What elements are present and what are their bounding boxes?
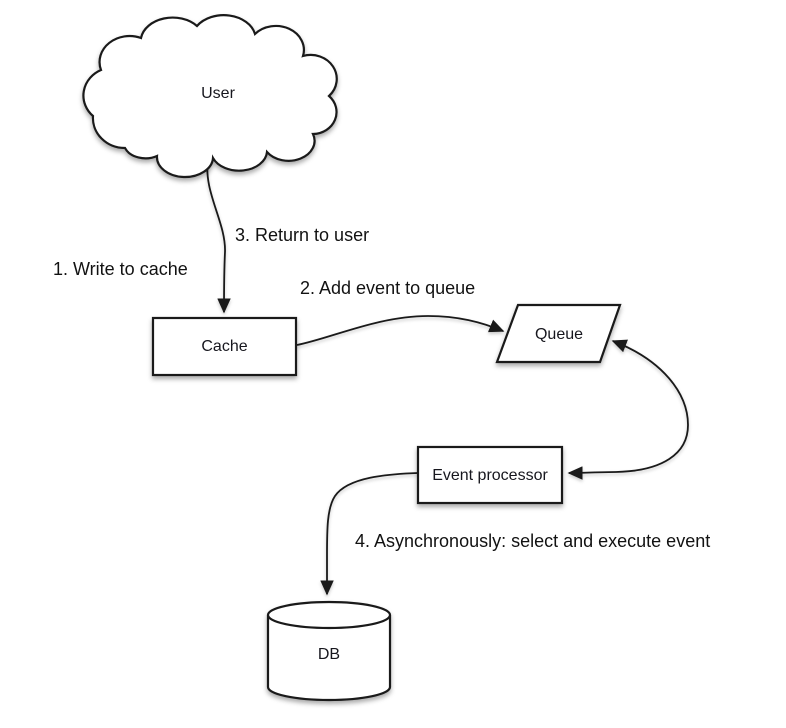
- db-cylinder-body-shape: [266, 615, 392, 702]
- edge-lines: [206, 158, 689, 596]
- edge-queue-event-processor-double: [567, 339, 689, 480]
- cache-box-shape: [151, 316, 298, 377]
- edge-label-step2-add-event-to-queue: 2. Add event to queue: [300, 278, 476, 298]
- db-node-label: DB: [317, 646, 341, 663]
- user-node-label: User: [201, 85, 235, 102]
- queue-parallelogram-shape: [495, 303, 622, 364]
- edge-label-step3-return-to-user: 3. Return to user: [235, 225, 370, 245]
- edge-cache-to-queue: [296, 315, 505, 346]
- edge-label-step4-async-execute: 4. Asynchronously: select and execute ev…: [355, 531, 711, 551]
- node-shapes: [82, 14, 622, 702]
- cache-node-label: Cache: [201, 338, 248, 355]
- queue-node-label: Queue: [534, 326, 584, 343]
- edge-label-step1-write-to-cache: 1. Write to cache: [53, 259, 188, 279]
- edge-event-processor-to-db: [320, 472, 419, 596]
- db-cylinder-top-shape: [266, 600, 392, 630]
- event-processor-node-label: Event processor: [432, 467, 548, 484]
- event-processor-box-shape: [416, 445, 564, 505]
- user-cloud-shape: [82, 14, 338, 179]
- edge-user-to-cache: [206, 158, 231, 314]
